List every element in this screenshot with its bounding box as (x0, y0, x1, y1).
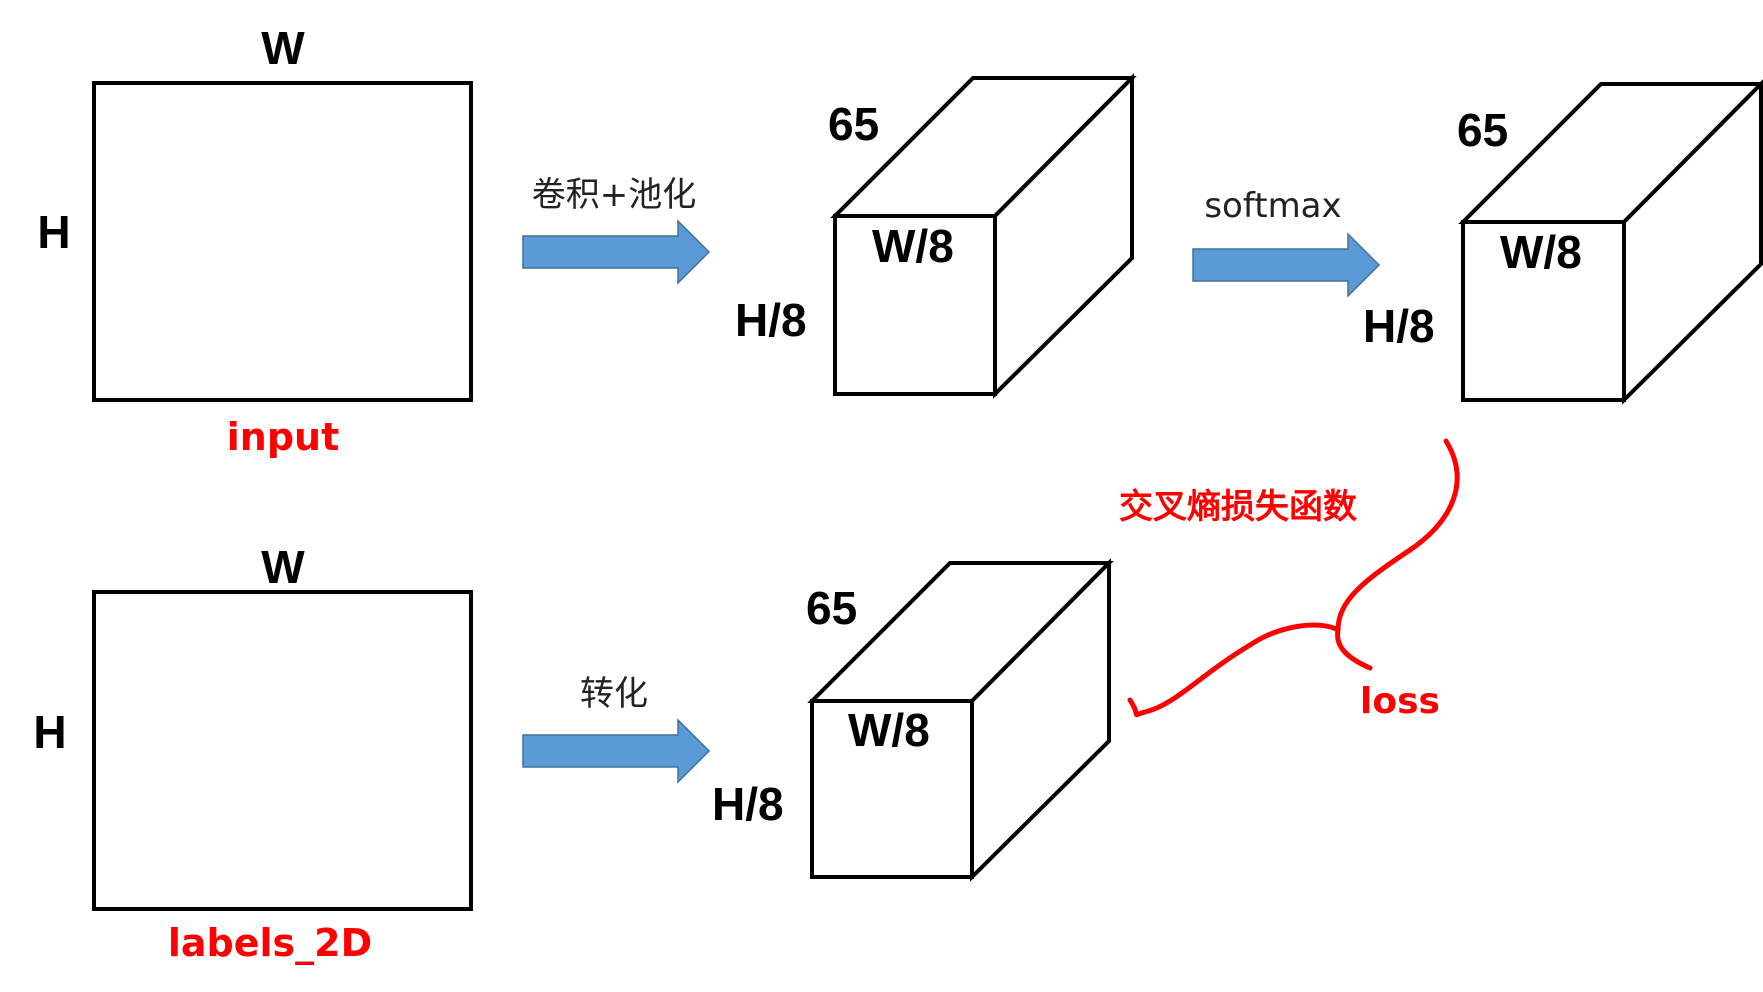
softmax-arrow-icon (1192, 232, 1381, 298)
labels-caption: labels_2D (168, 921, 372, 965)
softmax-arrow-group: softmax (1192, 186, 1381, 298)
cube2-front-face (1461, 220, 1626, 402)
input-block: W H input (37, 22, 473, 459)
input-rectangle (92, 81, 473, 402)
label-output-cube: 65 W/8 H/8 (712, 558, 1114, 882)
conv-pool-label: 卷积+池化 (532, 175, 697, 215)
softmax-label: softmax (1204, 186, 1341, 226)
cube1-front-face (833, 214, 997, 396)
labels-width-label: W (261, 541, 305, 593)
conv-output-cube: 65 W/8 H/8 (735, 73, 1137, 399)
cube3-width-label: W/8 (848, 704, 930, 756)
cube2-height-label: H/8 (1363, 300, 1435, 352)
cube2-width-label: W/8 (1500, 226, 1582, 278)
conv-pool-arrow-icon (522, 219, 711, 285)
convert-label: 转化 (580, 674, 648, 714)
labels-rectangle (92, 590, 473, 911)
softmax-output-cube: 65 W/8 H/8 (1363, 79, 1763, 405)
loss-function-title: 交叉熵损失函数 (1119, 487, 1357, 527)
cube2-depth-label: 65 (1457, 104, 1508, 156)
input-height-label: H (37, 206, 70, 258)
cube3-height-label: H/8 (712, 778, 784, 830)
input-caption: input (227, 415, 340, 459)
cube3-depth-label: 65 (806, 582, 857, 634)
convert-arrow-group: 转化 (522, 674, 711, 784)
conv-pool-arrow-group: 卷积+池化 (522, 175, 711, 285)
loss-brace (1127, 438, 1460, 718)
input-width-label: W (261, 22, 305, 74)
cube1-height-label: H/8 (735, 294, 807, 346)
cube1-width-label: W/8 (872, 220, 954, 272)
loss-group: 交叉熵损失函数 loss (1119, 438, 1460, 722)
labels-height-label: H (33, 706, 66, 758)
convert-arrow-icon (522, 718, 711, 784)
labels-block: W H labels_2D (33, 541, 473, 965)
loss-label: loss (1360, 681, 1440, 722)
cube3-front-face (810, 699, 974, 879)
cube1-depth-label: 65 (828, 98, 879, 150)
